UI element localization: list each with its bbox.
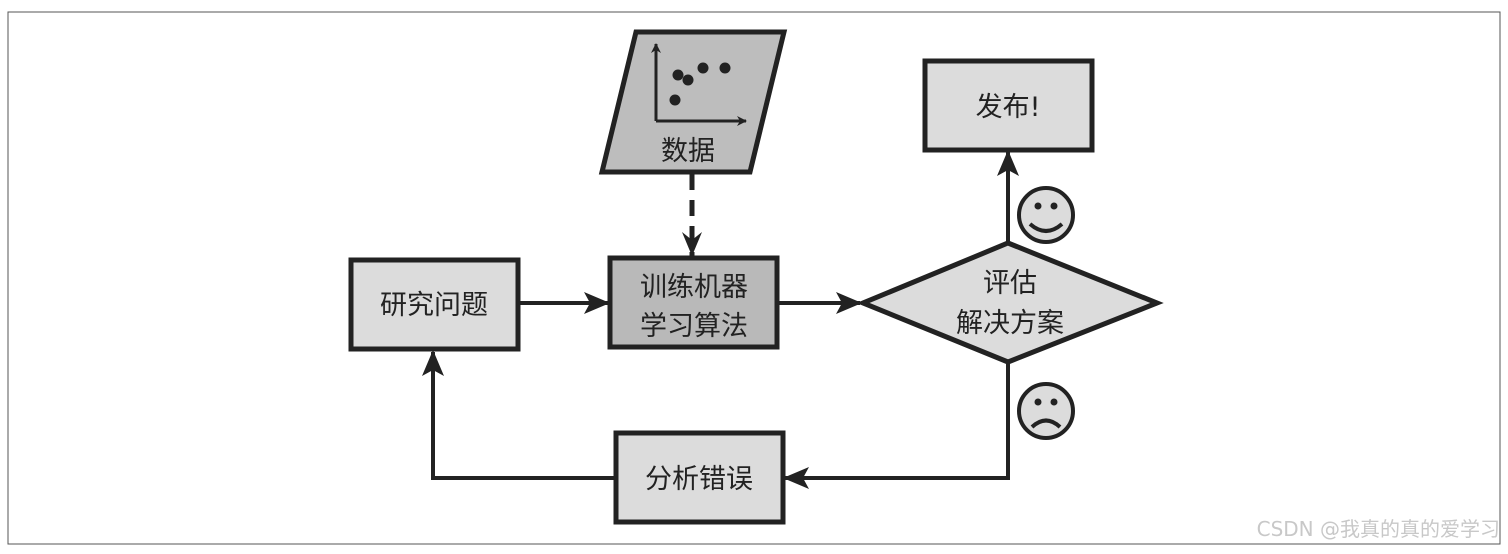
launch-node: 发布! xyxy=(922,58,1095,153)
launch-label: 发布! xyxy=(976,92,1041,123)
analyze-errors-node: 分析错误 xyxy=(613,430,786,525)
train-algorithm-node: 训练机器 学习算法 xyxy=(607,255,780,350)
sad-face-icon xyxy=(1017,382,1075,440)
watermark: CSDN @我真的真的爱学习 xyxy=(1257,517,1500,541)
dashed-arrow-head xyxy=(682,232,702,256)
evaluate-decision-node: 评估 解决方案 xyxy=(856,240,1164,365)
evaluate-label-line1: 评估 xyxy=(983,268,1037,299)
happy-face-icon xyxy=(1017,186,1075,244)
analyze-label: 分析错误 xyxy=(645,464,753,495)
data-label: 数据 xyxy=(661,136,715,167)
train-label-line2: 学习算法 xyxy=(640,311,748,342)
arrow-evaluate-to-analyze xyxy=(783,362,1010,489)
scatter-points-icon xyxy=(669,62,731,106)
arrow-analyze-to-research xyxy=(422,350,615,480)
outer-frame xyxy=(7,11,1501,545)
train-label-line1: 训练机器 xyxy=(640,272,748,303)
evaluate-label-line2: 解决方案 xyxy=(956,308,1064,339)
research-label: 研究问题 xyxy=(380,290,488,321)
data-node: 数据 xyxy=(598,29,788,175)
research-problem-node: 研究问题 xyxy=(348,257,521,352)
